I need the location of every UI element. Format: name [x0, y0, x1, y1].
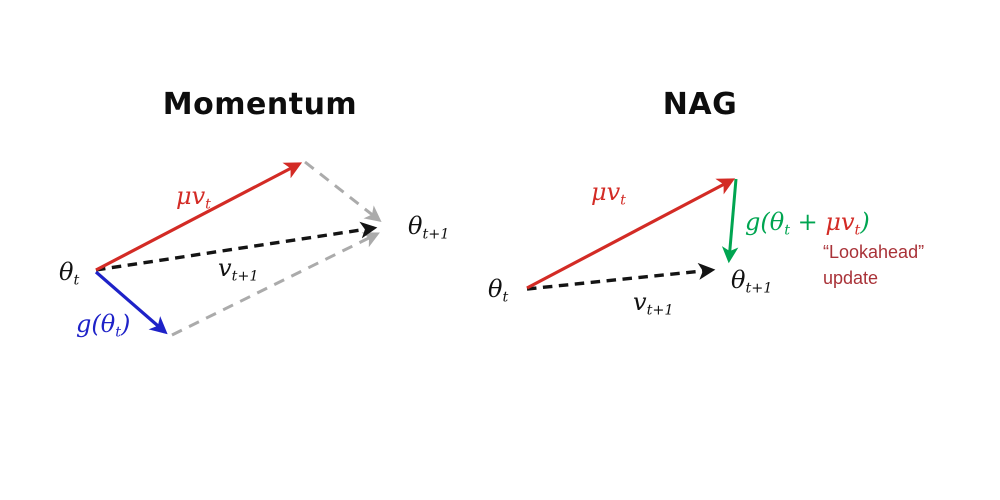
momentum-title: Momentum	[162, 87, 358, 122]
nag-title: NAG	[662, 87, 738, 122]
momentum-v-next-label: vt+1	[218, 254, 259, 285]
momentum-gradient-label: g(θt)	[76, 310, 131, 341]
nag-diagram	[526, 178, 739, 291]
nag-mu-v-label: μvt	[591, 178, 626, 209]
nag-mu-v-arrow	[526, 178, 736, 290]
nag-theta-t-label: θt	[488, 275, 509, 306]
annotation-line-2: update	[823, 268, 879, 288]
momentum-parallelogram-bottom-edge	[171, 232, 380, 337]
nag-v-next-label: vt+1	[633, 288, 674, 319]
nag-theta-next-label: θt+1	[731, 266, 773, 297]
momentum-theta-t-label: θt	[59, 258, 80, 289]
annotation-line-1: “Lookahead”	[823, 242, 925, 262]
nag-lookahead-annotation: “Lookahead” update	[823, 239, 924, 291]
nag-lookahead-gradient-label: g(θt + μvt)	[745, 208, 870, 239]
momentum-mu-v-arrow	[95, 162, 303, 272]
momentum-diagram	[94, 160, 382, 337]
momentum-theta-next-label: θt+1	[408, 212, 450, 243]
momentum-parallelogram-top-edge	[304, 160, 382, 223]
momentum-gradient-arrow	[94, 270, 168, 335]
nag-lookahead-gradient-arrow	[721, 178, 739, 264]
momentum-mu-v-label: μvt	[176, 182, 211, 213]
